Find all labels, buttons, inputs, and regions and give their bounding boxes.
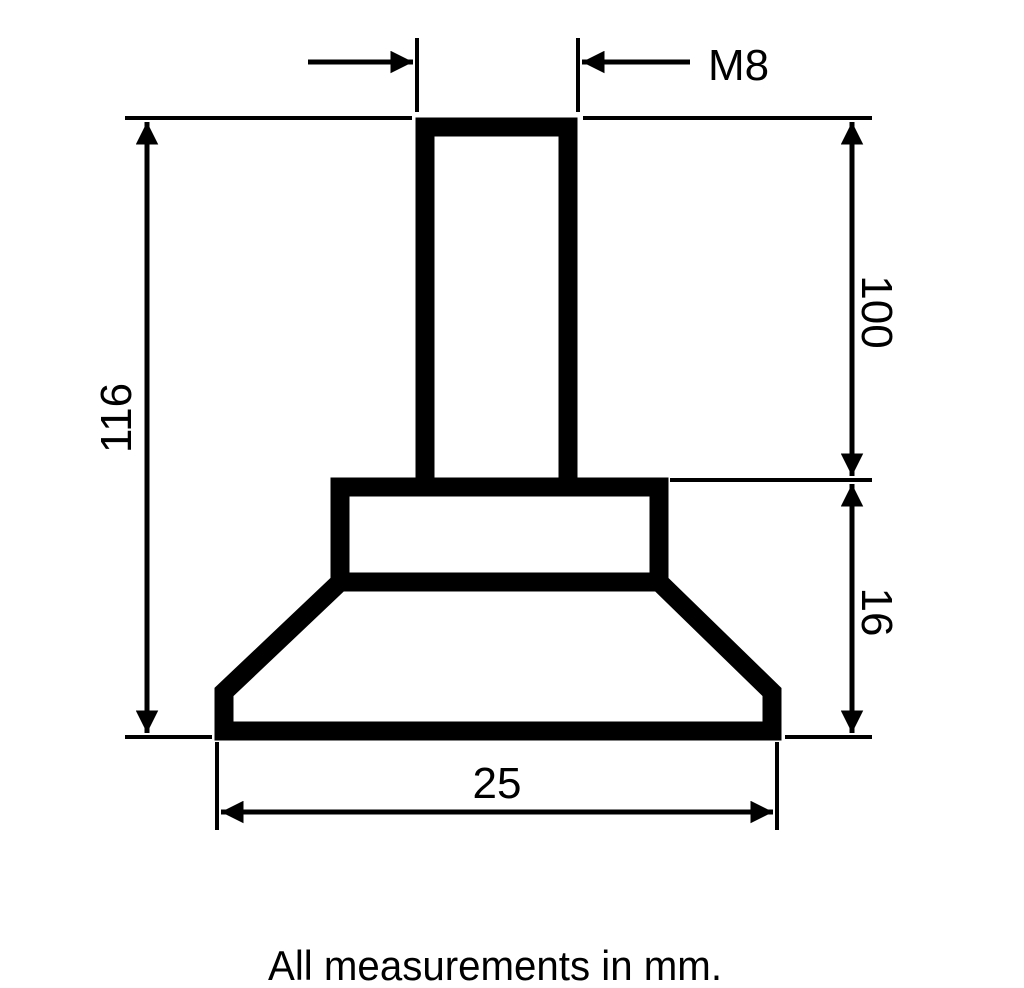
- caption: All measurements in mm.: [268, 942, 722, 988]
- threaded-stem: [415, 117, 578, 497]
- base-pad: [214, 572, 782, 741]
- part-outline: [214, 117, 782, 741]
- base-height-label: 16: [852, 588, 901, 637]
- total-height-label: 116: [92, 383, 141, 453]
- thread-label: M8: [708, 41, 769, 90]
- collar: [330, 477, 669, 592]
- dimension-lines: [135, 50, 864, 824]
- base-width-label: 25: [473, 759, 522, 808]
- extension-lines: [125, 38, 872, 830]
- stem-height-label: 100: [852, 275, 901, 348]
